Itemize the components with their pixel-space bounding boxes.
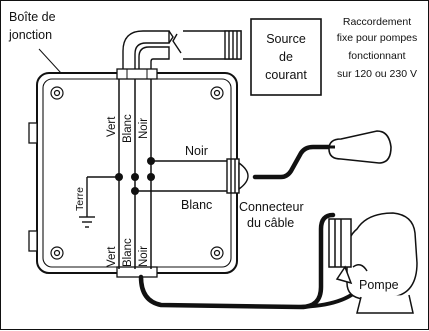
wire-label-black-bottom: Noir [138, 246, 150, 267]
pump-cable [138, 212, 336, 310]
pump [328, 212, 418, 314]
power-source-box [250, 18, 322, 96]
junction-box-label-line2: jonction [8, 28, 52, 42]
conduit-pipe [122, 30, 242, 72]
float-switch [328, 130, 392, 164]
wires-horizontal [135, 160, 227, 192]
cable-connector-label-line2: du câble [247, 216, 294, 230]
fixed-connection-line1: Raccordement [343, 16, 411, 28]
pump-label: Pompe [359, 278, 399, 292]
junction-box-leader [38, 48, 62, 74]
float-switch-cable [252, 144, 334, 180]
wire-label-white-bottom: Blanc [122, 238, 134, 267]
connection-dots [115, 157, 155, 195]
ground-label: Terre [74, 187, 86, 211]
cable-connector [226, 158, 249, 194]
wire-label-white-top: Blanc [122, 114, 134, 143]
power-source-label-line3: courant [265, 68, 307, 82]
junction-box-label-line1: Boîte de [9, 10, 56, 24]
power-source-label-line1: Source [266, 32, 306, 46]
cable-black-label: Noir [185, 144, 208, 158]
ground-wire [79, 176, 119, 228]
fixed-connection-line3: fonctionnant [348, 50, 405, 62]
cable-connector-label-line1: Connecteur [239, 200, 304, 214]
fixed-connection-line4: sur 120 ou 230 V [337, 68, 417, 80]
cable-white-label: Blanc [181, 198, 212, 212]
wire-label-black-top: Noir [138, 118, 150, 139]
fixed-connection-line2: fixe pour pompes [337, 32, 418, 44]
wire-label-green-bottom: Vert [106, 246, 118, 267]
wire-label-green-top: Vert [106, 116, 118, 137]
power-source-label-line2: de [279, 50, 293, 64]
